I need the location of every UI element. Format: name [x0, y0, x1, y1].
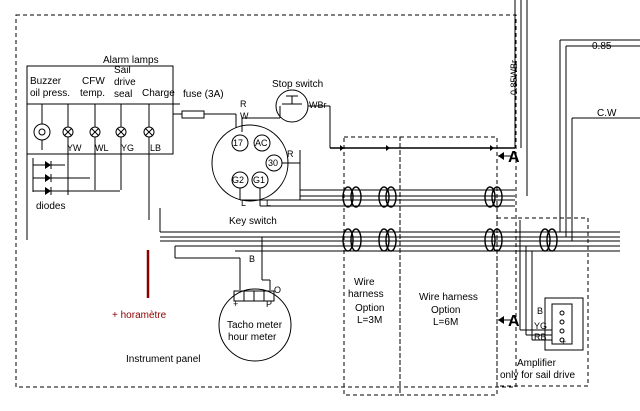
tacho-label-1: Tacho meter [227, 320, 283, 331]
v085-label: 0.85 [592, 41, 612, 52]
buzzer-label: Buzzer [30, 76, 62, 87]
amp-rb-label: RB [534, 332, 547, 342]
temp-label: temp. [80, 88, 105, 99]
sail-label: Sail [114, 65, 131, 76]
amplifier-connector-icon [544, 297, 584, 351]
l1-label: L [241, 198, 246, 208]
stop-switch-label: Stop switch [272, 79, 323, 90]
wbr-stop-label: WBr [309, 100, 327, 110]
r-top-label: R [240, 99, 247, 109]
amp-b-label: B [537, 306, 543, 316]
yg-label: YG [121, 143, 134, 153]
wl-label: WL [95, 143, 109, 153]
buzzer-icon [33, 123, 51, 141]
wire-harness-3m-frame [343, 136, 401, 396]
oil-press-label: oil press. [30, 88, 70, 99]
lamp-cfw-icon [89, 126, 101, 138]
connector-row-bottom [342, 228, 558, 252]
terminal-g2: G2 [232, 175, 244, 185]
lb-label: LB [150, 143, 161, 153]
w-top-label: W [240, 111, 249, 121]
wire-harness-label: Wire harness [419, 292, 478, 303]
connector-row-top [340, 145, 503, 208]
option-left-label: Option [355, 303, 384, 314]
l2-label: L [266, 198, 271, 208]
amplifier-frame [496, 217, 589, 387]
instrument-panel-label: Instrument panel [126, 354, 201, 365]
o-tacho-label: O [274, 285, 281, 295]
arrow-a-bottom-icon [498, 316, 512, 324]
harness-bundle-top [240, 189, 515, 207]
a-bottom-label: A [508, 313, 520, 330]
option-right-label: Option [431, 305, 460, 316]
drive-label: drive [114, 77, 136, 88]
lamp-oil-icon [62, 126, 74, 138]
cw-label: C.W [597, 108, 617, 119]
wire-label: Wire [354, 277, 375, 288]
tacho-label-2: hour meter [228, 332, 277, 343]
fuse-label: fuse (3A) [183, 89, 224, 100]
terminal-17: 17 [233, 138, 243, 148]
wbr-085-label: 0.85WBr [509, 60, 519, 95]
a-top-label: A [508, 149, 520, 166]
alarm-lamps-label: Alarm lamps [103, 55, 159, 66]
charge-label: Charge [142, 88, 175, 99]
yw-label: YW [67, 143, 82, 153]
harness-bundle-bottom [160, 231, 620, 252]
l3m-label: L=3M [357, 315, 382, 326]
key-switch-label: Key switch [229, 216, 277, 227]
amp-plus-label: + [561, 337, 566, 347]
diodes-label: diodes [36, 201, 65, 212]
amplifier-label-1: Amplifier [517, 358, 557, 369]
amplifier-label-2: only for sail drive [500, 370, 575, 381]
instrument-panel-frame [15, 14, 517, 388]
l6m-label: L=6M [433, 317, 458, 328]
horametre-label: + horamètre [112, 310, 167, 321]
cfw-label: CFW [82, 76, 105, 87]
b-tacho-label: B [249, 254, 255, 264]
amp-yg-label: YG [534, 321, 547, 331]
stop-switch-icon [275, 89, 309, 123]
diodes-icon [32, 158, 120, 195]
p-tacho-label: P [266, 299, 272, 309]
wire-harness-6m-frame [399, 136, 498, 396]
lamp-charge-icon [143, 126, 155, 138]
terminal-g1: G1 [253, 175, 265, 185]
arrow-a-top-icon [498, 152, 512, 160]
r-mid-label: R [287, 149, 294, 159]
fuse-icon [181, 110, 205, 119]
terminal-ac: AC [255, 138, 268, 148]
seal-label: seal [114, 89, 132, 100]
terminal-30: 30 [268, 158, 278, 168]
harness-label: harness [348, 289, 384, 300]
lamp-sail-drive-icon [115, 126, 127, 138]
tacho-meter-icon [218, 288, 292, 362]
plus-tacho-label: + [233, 299, 238, 309]
